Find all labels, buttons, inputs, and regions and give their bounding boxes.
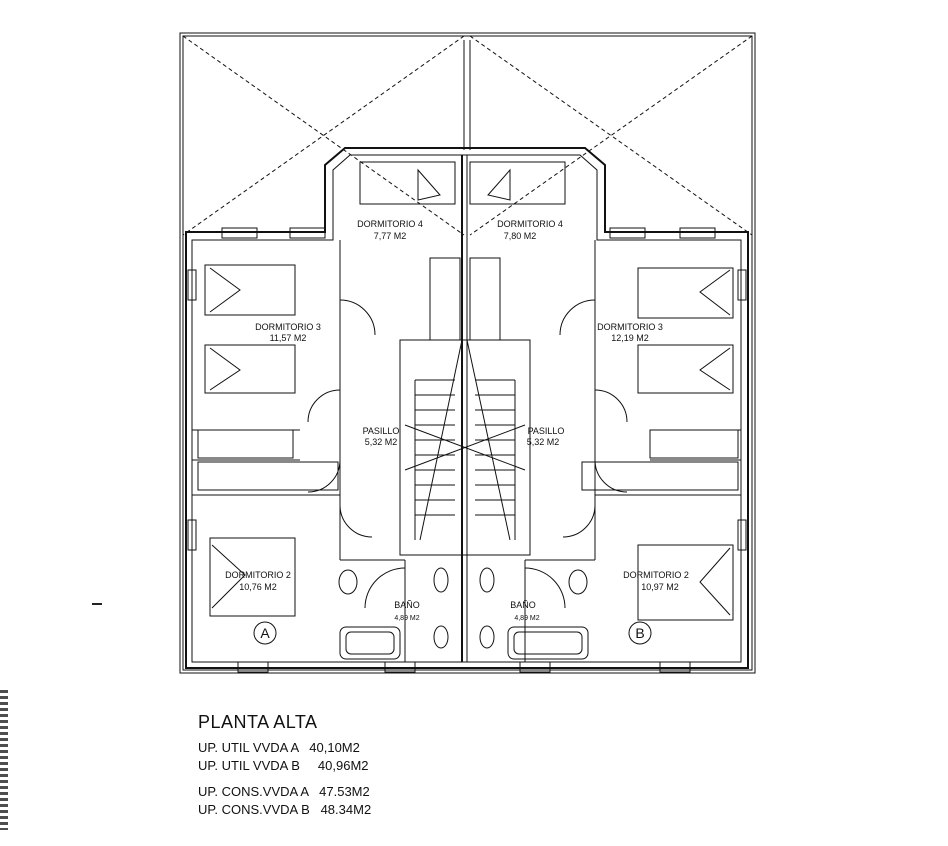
unit-marker-b: B xyxy=(628,621,652,645)
room-area-right-bano: 4,89 M2 xyxy=(514,615,539,622)
unit-marker-a-label: A xyxy=(260,625,270,641)
room-area-right-dorm3: 12,19 M2 xyxy=(611,333,649,343)
room-name-left-pasillo: PASILLO xyxy=(363,426,400,436)
legend-row-cons-b: UP. CONS.VVDA B 48.34M2 xyxy=(198,802,372,817)
bathroom-fixtures xyxy=(338,567,589,660)
room-area-left-pasillo: 5,32 M2 xyxy=(365,437,398,447)
room-name-left-bano: BAÑO xyxy=(394,600,420,610)
beds xyxy=(204,264,734,621)
room-name-left-dorm2: DORMITORIO 2 xyxy=(225,570,291,580)
unit-marker-a: A xyxy=(253,621,277,645)
room-area-right-pasillo: 5,32 M2 xyxy=(527,437,560,447)
door-swings xyxy=(307,168,628,609)
windows xyxy=(187,227,747,673)
room-name-right-dorm3: DORMITORIO 3 xyxy=(597,322,663,332)
scan-edge-marks xyxy=(0,690,8,830)
outer-frame xyxy=(179,32,756,674)
room-name-right-dorm2: DORMITORIO 2 xyxy=(623,570,689,580)
legend-row-cons-a: UP. CONS.VVDA A 47.53M2 xyxy=(198,784,370,799)
floor-plan: DORMITORIO 4 7,77 M2 DORMITORIO 3 11,57 … xyxy=(179,32,756,674)
surface-legend: PLANTA ALTA UP. UTIL VVDA A 40,10M2 UP. … xyxy=(198,712,371,819)
roof-diagonals xyxy=(182,35,753,236)
room-area-right-dorm4: 7,80 M2 xyxy=(504,231,537,241)
unit-marker-b-label: B xyxy=(635,625,644,641)
room-name-left-dorm3: DORMITORIO 3 xyxy=(255,322,321,332)
legend-gap xyxy=(198,775,371,783)
stairs xyxy=(399,257,531,556)
room-name-left-dorm4: DORMITORIO 4 xyxy=(357,219,423,229)
room-area-left-bano: 4,89 M2 xyxy=(394,615,419,622)
legend-row-util-a: UP. UTIL VVDA A 40,10M2 xyxy=(198,740,360,755)
room-area-left-dorm4: 7,77 M2 xyxy=(374,231,407,241)
room-name-right-bano: BAÑO xyxy=(510,600,536,610)
room-area-left-dorm2: 10,76 M2 xyxy=(239,582,277,592)
room-area-left-dorm3: 11,57 M2 xyxy=(270,333,307,343)
legend-title: PLANTA ALTA xyxy=(198,712,318,732)
room-name-right-dorm4: DORMITORIO 4 xyxy=(497,219,563,229)
legend-row-util-b: UP. UTIL VVDA B 40,96M2 xyxy=(198,758,369,773)
room-area-right-dorm2: 10,97 M2 xyxy=(641,582,679,592)
scan-dash-mark xyxy=(92,603,102,605)
room-name-right-pasillo: PASILLO xyxy=(528,426,565,436)
